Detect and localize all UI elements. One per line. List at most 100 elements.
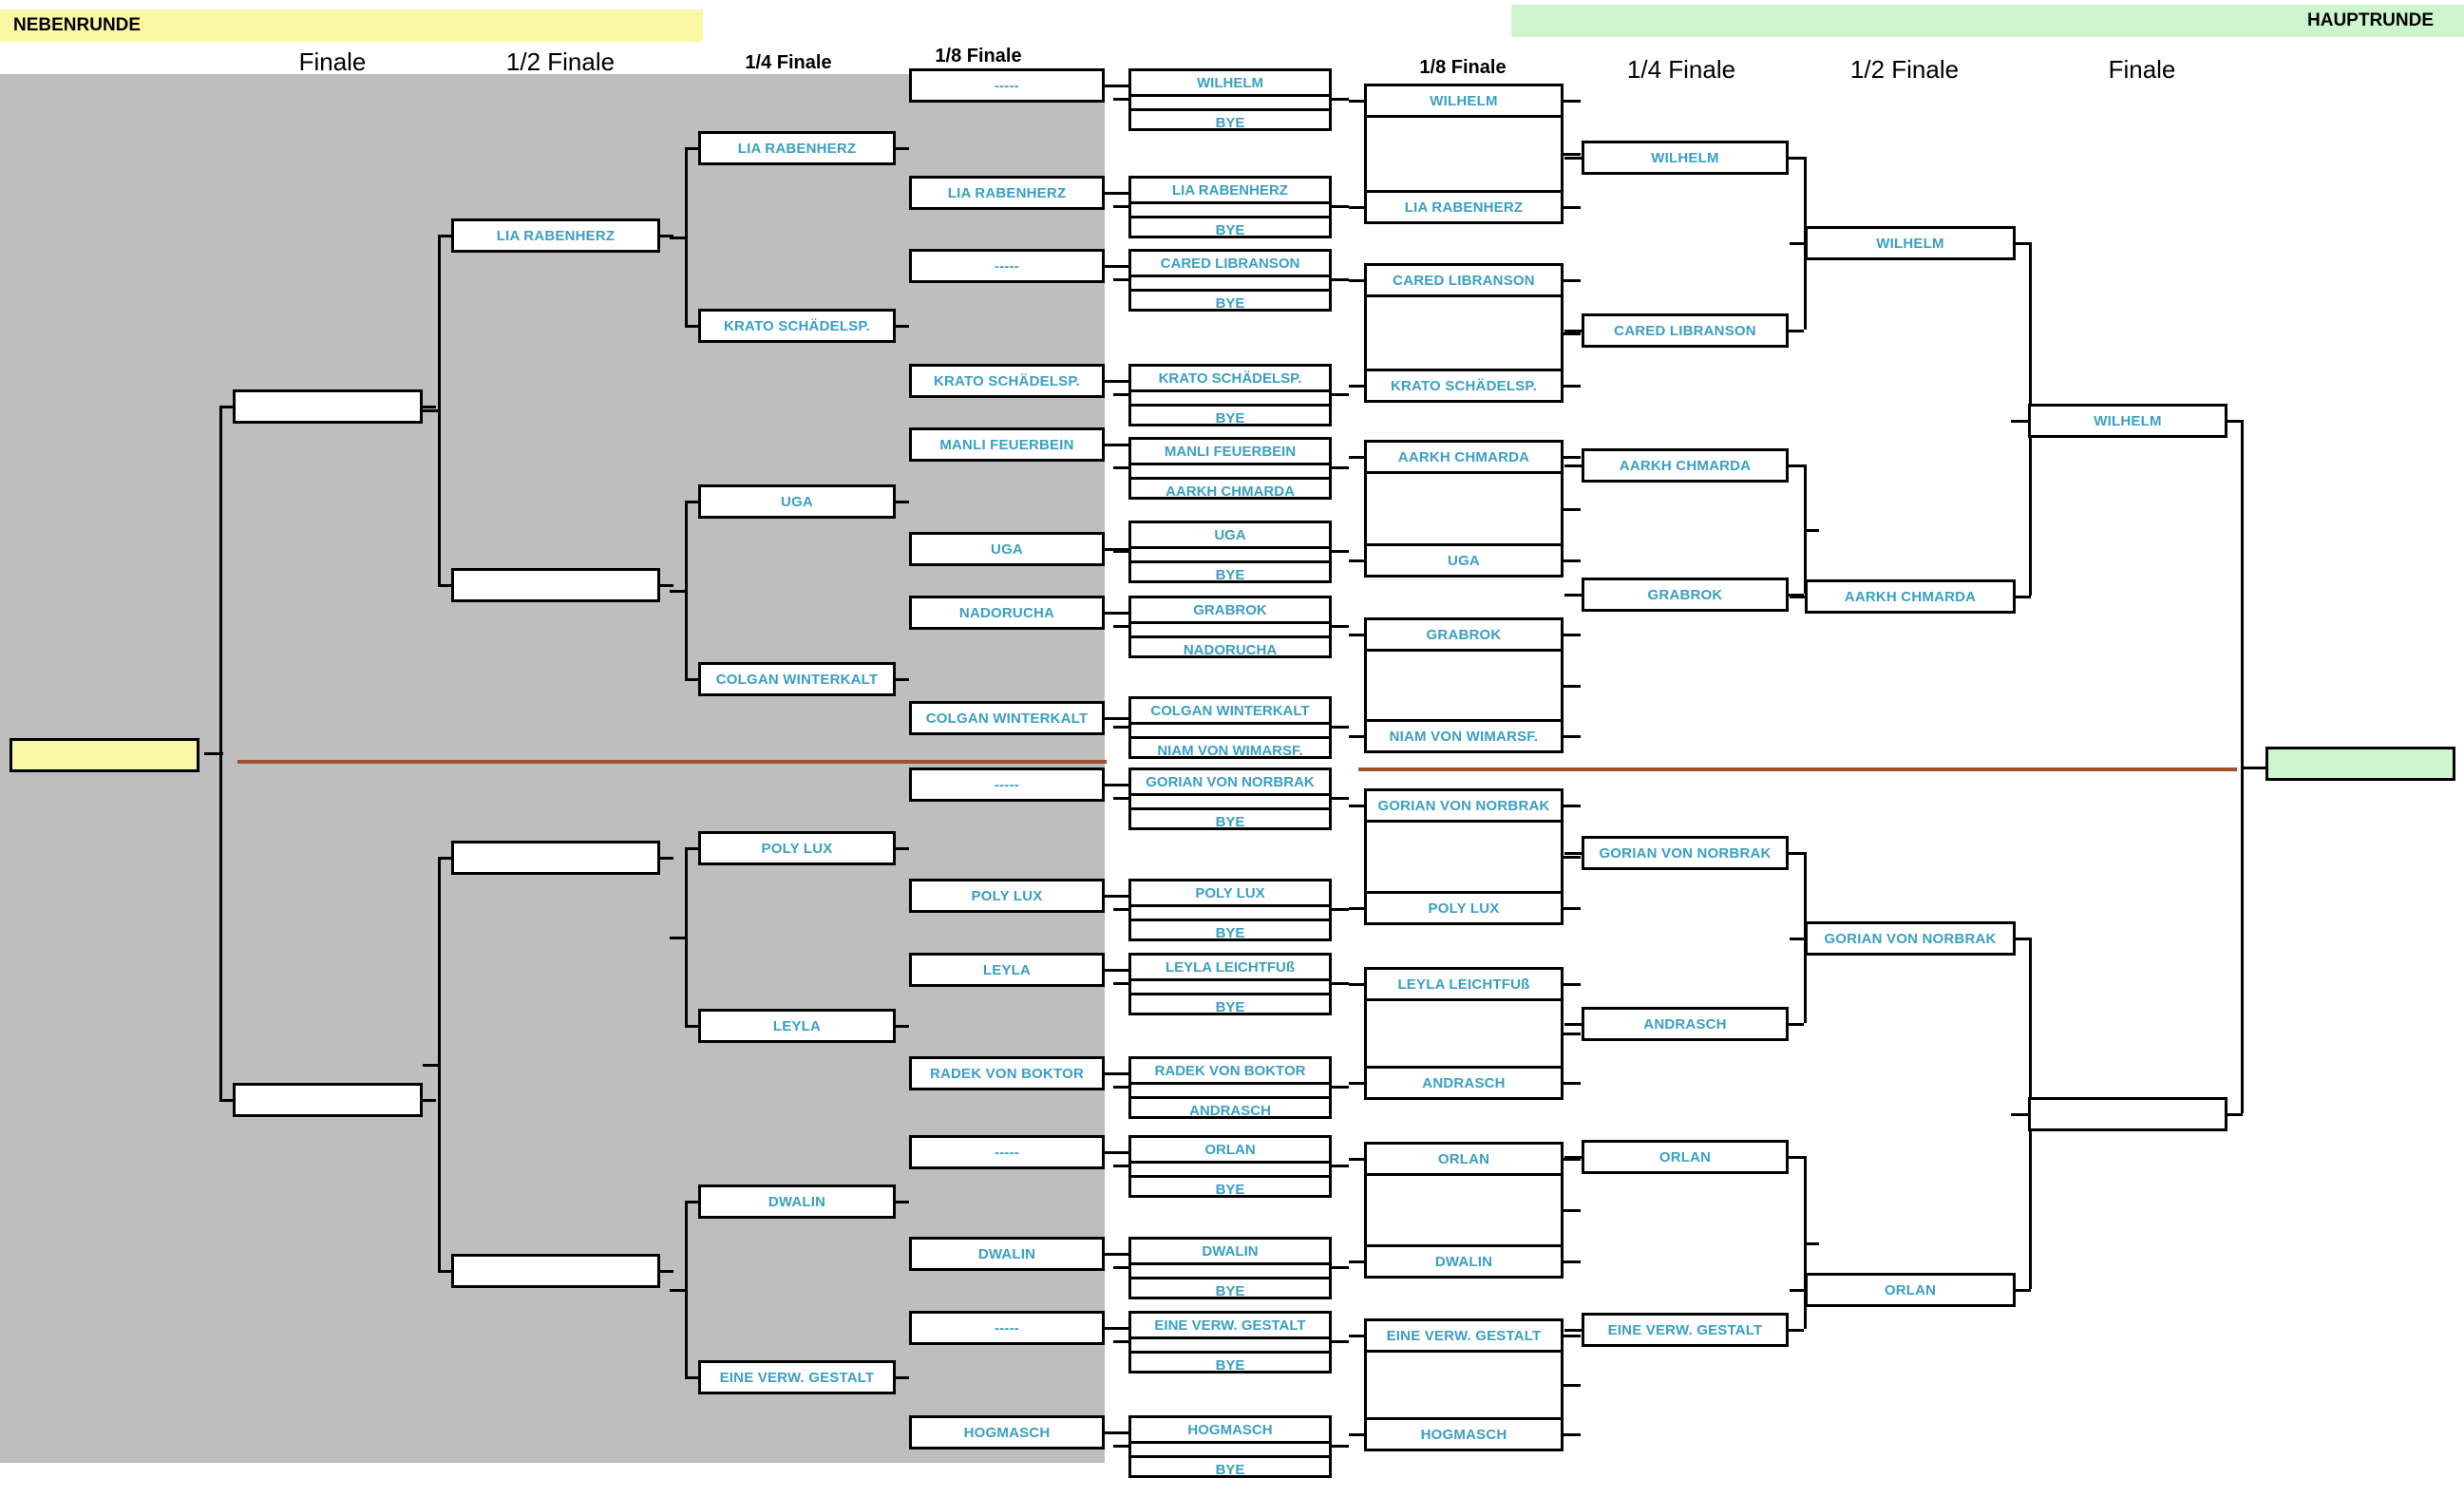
match-slot-top[interactable]: WILHELM	[1131, 71, 1329, 94]
haupt-quarter-box[interactable]: ORLAN	[1582, 1140, 1789, 1174]
match-slot-bottom[interactable]: BYE	[1131, 292, 1329, 314]
match-slot-bottom[interactable]: BYE	[1131, 1458, 1329, 1481]
match-slot-top[interactable]: RADEK VON BOKTOR	[1131, 1059, 1329, 1082]
neben-prefinal-box[interactable]	[233, 389, 423, 424]
neben-quarter-box[interactable]: LIA RABENHERZ	[698, 131, 896, 165]
neben-eighth-box[interactable]: KRATO SCHÄDELSP.	[909, 364, 1105, 398]
neben-eighth-box[interactable]: MANLI FEUERBEIN	[909, 427, 1105, 462]
neben-quarter-box[interactable]: COLGAN WINTERKALT	[698, 662, 896, 696]
match-pair[interactable]: UGA BYE	[1128, 521, 1332, 583]
match-slot-bottom[interactable]: BYE	[1131, 1354, 1329, 1376]
neben-half-box[interactable]	[451, 841, 660, 875]
haupt-eighth-box[interactable]: WILHELM	[1364, 84, 1564, 118]
match-slot-top[interactable]: EINE VERW. GESTALT	[1131, 1314, 1329, 1336]
match-slot-top[interactable]: MANLI FEUERBEIN	[1131, 440, 1329, 463]
match-pair[interactable]: LIA RABENHERZ BYE	[1128, 176, 1332, 238]
match-pair[interactable]: DWALIN BYE	[1128, 1237, 1332, 1299]
haupt-half-box[interactable]: WILHELM	[1805, 226, 2016, 260]
haupt-eighth-box[interactable]: ORLAN	[1364, 1142, 1564, 1176]
neben-half-box[interactable]	[451, 1254, 660, 1288]
haupt-eighth-box[interactable]: DWALIN	[1364, 1244, 1564, 1279]
neben-eighth-box[interactable]: POLY LUX	[909, 879, 1105, 913]
match-slot-bottom[interactable]: BYE	[1131, 995, 1329, 1018]
match-slot-top[interactable]: COLGAN WINTERKALT	[1131, 699, 1329, 722]
haupt-eighth-box[interactable]: ANDRASCH	[1364, 1066, 1564, 1100]
neben-quarter-box[interactable]: EINE VERW. GESTALT	[698, 1360, 896, 1394]
neben-eighth-box[interactable]: LIA RABENHERZ	[909, 176, 1105, 210]
match-pair[interactable]: ORLAN BYE	[1128, 1135, 1332, 1198]
match-slot-bottom[interactable]: AARKH CHMARDA	[1131, 480, 1329, 502]
haupt-half-box[interactable]: AARKH CHMARDA	[1805, 579, 2016, 614]
match-slot-bottom[interactable]: BYE	[1131, 1178, 1329, 1201]
match-pair[interactable]: MANLI FEUERBEIN AARKH CHMARDA	[1128, 437, 1332, 500]
neben-eighth-box[interactable]: COLGAN WINTERKALT	[909, 701, 1105, 735]
neben-eighth-box[interactable]: NADORUCHA	[909, 596, 1105, 630]
neben-eighth-box[interactable]: DWALIN	[909, 1237, 1105, 1271]
neben-final-box[interactable]	[9, 738, 199, 772]
match-pair[interactable]: RADEK VON BOKTOR ANDRASCH	[1128, 1056, 1332, 1119]
match-slot-top[interactable]: GRABROK	[1131, 598, 1329, 621]
haupt-eighth-box[interactable]: EINE VERW. GESTALT	[1364, 1318, 1564, 1353]
match-slot-top[interactable]: ORLAN	[1131, 1138, 1329, 1161]
match-slot-bottom[interactable]: BYE	[1131, 407, 1329, 429]
match-slot-top[interactable]: CARED LIBRANSON	[1131, 252, 1329, 275]
neben-quarter-box[interactable]: KRATO SCHÄDELSP.	[698, 309, 896, 343]
match-slot-bottom[interactable]: BYE	[1131, 111, 1329, 134]
haupt-final-box[interactable]	[2028, 1097, 2227, 1131]
haupt-eighth-box[interactable]: HOGMASCH	[1364, 1417, 1564, 1451]
neben-half-box[interactable]	[451, 568, 660, 602]
match-slot-bottom[interactable]: ANDRASCH	[1131, 1099, 1329, 1122]
neben-eighth-box[interactable]: HOGMASCH	[909, 1415, 1105, 1450]
haupt-eighth-box[interactable]: NIAM VON WIMARSF.	[1364, 719, 1564, 753]
neben-prefinal-box[interactable]	[233, 1083, 423, 1117]
haupt-eighth-box[interactable]: UGA	[1364, 543, 1564, 578]
match-slot-top[interactable]: POLY LUX	[1131, 881, 1329, 904]
haupt-eighth-box[interactable]: GORIAN VON NORBRAK	[1364, 788, 1564, 823]
match-slot-top[interactable]: KRATO SCHÄDELSP.	[1131, 367, 1329, 389]
champion-box[interactable]	[2265, 747, 2455, 781]
haupt-eighth-box[interactable]: CARED LIBRANSON	[1364, 263, 1564, 297]
haupt-eighth-box[interactable]: KRATO SCHÄDELSP.	[1364, 369, 1564, 403]
haupt-eighth-box[interactable]: LEYLA LEICHTFUß	[1364, 967, 1564, 1001]
match-slot-bottom[interactable]: BYE	[1131, 921, 1329, 944]
haupt-quarter-box[interactable]: ANDRASCH	[1582, 1007, 1789, 1041]
match-slot-top[interactable]: LEYLA LEICHTFUß	[1131, 956, 1329, 978]
match-slot-bottom[interactable]: NIAM VON WIMARSF.	[1131, 739, 1329, 762]
match-pair[interactable]: KRATO SCHÄDELSP. BYE	[1128, 364, 1332, 426]
match-slot-bottom[interactable]: BYE	[1131, 218, 1329, 241]
neben-eighth-box[interactable]: -----	[909, 1311, 1105, 1345]
neben-quarter-box[interactable]: UGA	[698, 484, 896, 519]
neben-half-box[interactable]: LIA RABENHERZ	[451, 218, 660, 253]
neben-eighth-box[interactable]: -----	[909, 767, 1105, 802]
neben-quarter-box[interactable]: LEYLA	[698, 1009, 896, 1043]
match-pair[interactable]: COLGAN WINTERKALT NIAM VON WIMARSF.	[1128, 696, 1332, 759]
haupt-eighth-box[interactable]: LIA RABENHERZ	[1364, 190, 1564, 224]
haupt-quarter-box[interactable]: AARKH CHMARDA	[1582, 448, 1789, 483]
match-slot-top[interactable]: UGA	[1131, 523, 1329, 546]
neben-eighth-box[interactable]: -----	[909, 1135, 1105, 1169]
match-pair[interactable]: POLY LUX BYE	[1128, 879, 1332, 941]
match-slot-top[interactable]: LIA RABENHERZ	[1131, 179, 1329, 201]
neben-eighth-box[interactable]: -----	[909, 68, 1105, 103]
match-pair[interactable]: CARED LIBRANSON BYE	[1128, 249, 1332, 312]
haupt-half-box[interactable]: ORLAN	[1805, 1273, 2016, 1307]
match-slot-bottom[interactable]: BYE	[1131, 563, 1329, 586]
match-pair[interactable]: GORIAN VON NORBRAK BYE	[1128, 767, 1332, 830]
neben-quarter-box[interactable]: POLY LUX	[698, 831, 896, 865]
match-pair[interactable]: EINE VERW. GESTALT BYE	[1128, 1311, 1332, 1374]
match-slot-bottom[interactable]: BYE	[1131, 810, 1329, 833]
neben-eighth-box[interactable]: -----	[909, 249, 1105, 283]
haupt-eighth-box[interactable]: POLY LUX	[1364, 891, 1564, 925]
neben-quarter-box[interactable]: DWALIN	[698, 1184, 896, 1219]
neben-eighth-box[interactable]: UGA	[909, 532, 1105, 566]
match-slot-top[interactable]: GORIAN VON NORBRAK	[1131, 770, 1329, 793]
haupt-quarter-box[interactable]: EINE VERW. GESTALT	[1582, 1313, 1789, 1347]
neben-eighth-box[interactable]: LEYLA	[909, 953, 1105, 987]
neben-eighth-box[interactable]: RADEK VON BOKTOR	[909, 1056, 1105, 1090]
haupt-quarter-box[interactable]: GRABROK	[1582, 578, 1789, 612]
match-slot-bottom[interactable]: BYE	[1131, 1279, 1329, 1302]
match-slot-top[interactable]: DWALIN	[1131, 1240, 1329, 1262]
